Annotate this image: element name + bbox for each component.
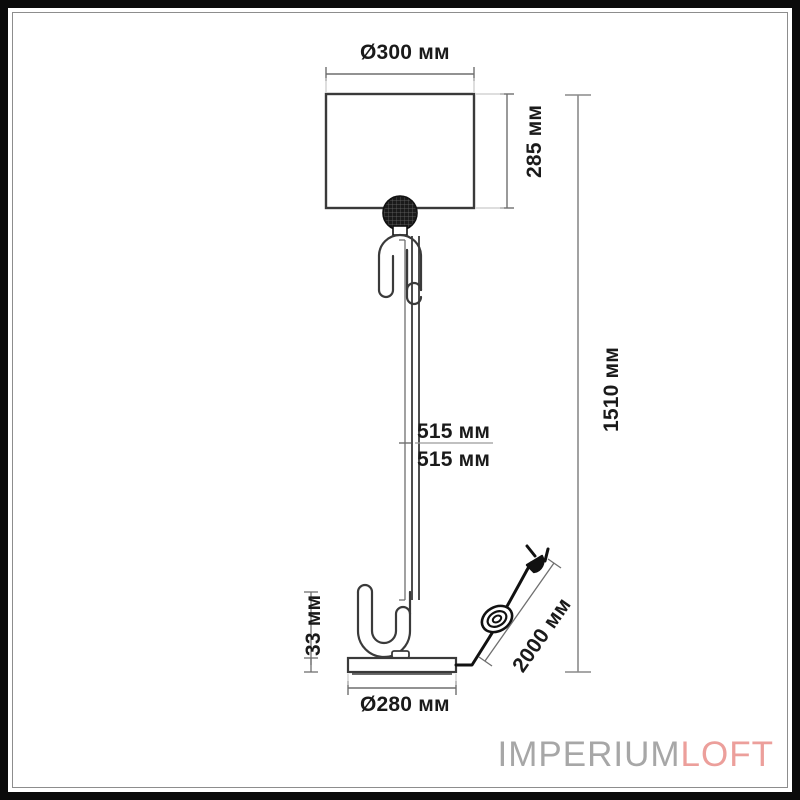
dimension-base-height [304,591,318,673]
watermark-loft: LOFT [680,735,774,774]
base-plate [346,656,458,675]
dimension-shade-height [476,93,514,209]
label-total-height: 1510 мм [600,346,623,432]
label-base-diameter: Ø280 мм [360,693,450,716]
lamp-shade [324,92,476,210]
dimension-shade-diameter [325,67,475,92]
dimension-stem-515 [399,239,493,601]
dimension-cord-length [478,558,562,667]
label-shade-diameter: Ø300 мм [360,41,450,64]
power-plug-icon [525,544,550,574]
label-stem-upper: 515 мм [417,420,491,443]
foot-switch-icon [480,604,514,634]
lamp-stem [411,236,420,600]
upper-u-bracket [377,233,423,306]
label-base-height: 33 мм [302,594,325,656]
label-shade-height: 285 мм [523,104,546,178]
watermark-imperium: IMPERIUM [497,735,681,774]
watermark-logo: IMPERIUMLOFT [498,737,774,772]
socket-sphere [382,195,418,236]
label-stem-lower: 515 мм [417,448,491,471]
lower-u-bracket [356,583,412,659]
dimension-base-diameter [347,674,457,695]
dimension-total-height [565,94,591,673]
